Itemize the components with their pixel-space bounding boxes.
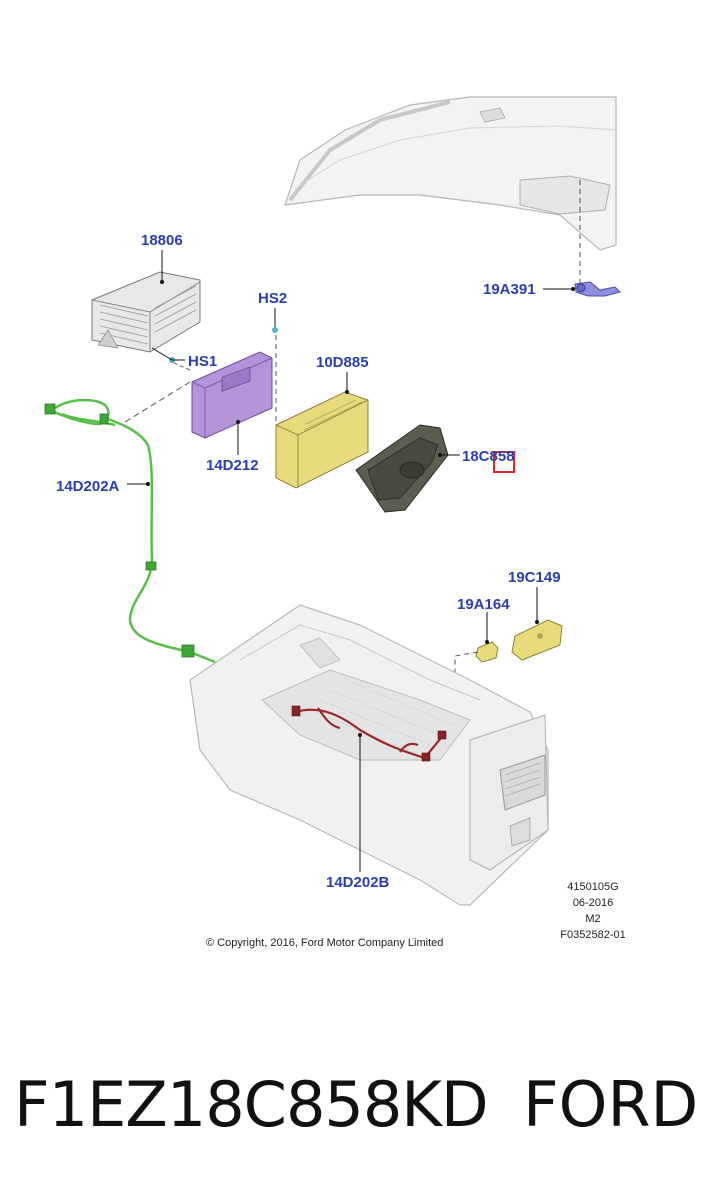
part-14d212-module bbox=[191, 351, 273, 439]
callout-14d202a: 14D202A bbox=[56, 478, 120, 495]
part-14d202a-harness bbox=[49, 398, 216, 664]
callout-10d885: 10D885 bbox=[316, 354, 369, 371]
harness-connectors bbox=[44, 403, 195, 658]
part-18806-media-unit bbox=[91, 271, 201, 353]
parts-diagram: 18806 HS2 HS1 10D885 14D212 18C858 14D20… bbox=[44, 96, 626, 949]
callout-hs1: HS1 bbox=[188, 353, 217, 370]
callout-18c858: 18C858 bbox=[462, 448, 515, 465]
brand-name: FORD bbox=[523, 1068, 699, 1141]
callout-14d212: 14D212 bbox=[206, 457, 259, 474]
meta-line-2: 06-2016 bbox=[573, 897, 613, 909]
meta-line-3: M2 bbox=[585, 913, 600, 925]
meta-line-4: F0352582-01 bbox=[560, 929, 625, 941]
callout-hs2: HS2 bbox=[258, 290, 287, 307]
callout-19c149: 19C149 bbox=[508, 569, 561, 586]
callout-19a391: 19A391 bbox=[483, 281, 536, 298]
part-18c858-module bbox=[355, 424, 449, 513]
part-14d202b-harness bbox=[294, 707, 444, 760]
headliner-panel bbox=[284, 96, 617, 285]
part-19a164-connector bbox=[475, 641, 499, 663]
callout-14d202b: 14D202B bbox=[326, 874, 390, 891]
callout-18806: 18806 bbox=[141, 232, 183, 249]
part-number: F1EZ18C858KD bbox=[14, 1068, 489, 1141]
highlight-box bbox=[493, 451, 515, 473]
center-console bbox=[189, 604, 549, 906]
meta-line-1: 4150105G bbox=[567, 881, 618, 893]
copyright-text: © Copyright, 2016, Ford Motor Company Li… bbox=[206, 937, 443, 949]
part-19a391-connector bbox=[574, 281, 621, 297]
part-19c149-module bbox=[511, 619, 563, 661]
part-10d885-module bbox=[275, 391, 369, 489]
callout-19a164: 19A164 bbox=[457, 596, 510, 613]
harness-b-connectors bbox=[291, 705, 447, 762]
